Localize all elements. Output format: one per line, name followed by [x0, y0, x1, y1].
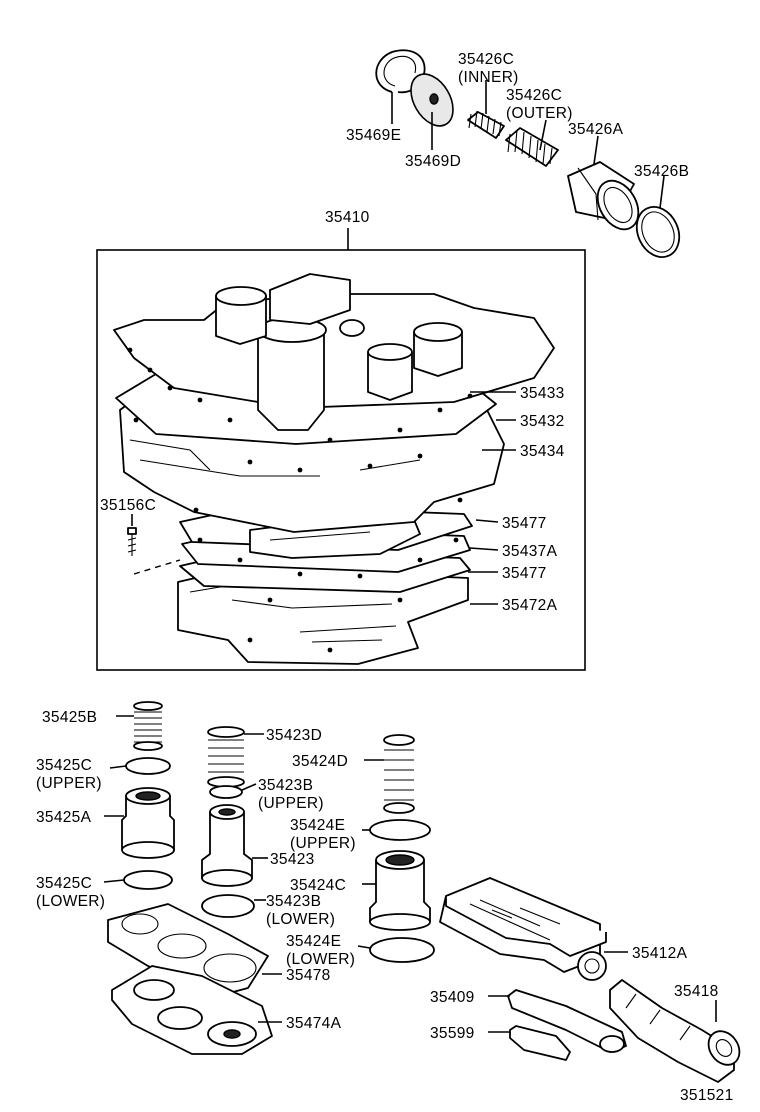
callout-35424E-lower: 35424E	[286, 933, 341, 950]
valve-body-35412A	[439, 877, 607, 981]
callout-35599: 35599	[430, 1025, 475, 1042]
plate-35599	[509, 1025, 571, 1061]
callout-35424C: 35424C	[290, 877, 346, 894]
callout-35423: 35423	[270, 851, 315, 868]
spring-35424D	[383, 734, 415, 814]
sleeve-35426A	[567, 161, 640, 231]
ring-35423B-lower	[201, 894, 255, 918]
callout-35424D: 35424D	[292, 753, 348, 770]
ring-35424E-upper	[369, 819, 431, 841]
callout-35477-a: 35477	[502, 515, 547, 532]
callout-35424E-lower-note: (LOWER)	[286, 951, 355, 968]
callout-35426C-outer: 35426C	[506, 87, 562, 104]
ring-35423B-upper	[209, 785, 243, 799]
figure-number: 351521	[680, 1087, 734, 1104]
callout-35426A: 35426A	[568, 121, 624, 138]
callout-35425C-upper: 35425C	[36, 757, 92, 774]
callout-35472A: 35472A	[502, 597, 558, 614]
callout-35418: 35418	[674, 983, 719, 1000]
callout-35425A: 35425A	[36, 809, 92, 826]
callout-35425C-upper-note: (UPPER)	[36, 775, 102, 792]
callout-35437A: 35437A	[502, 543, 558, 560]
callout-35424E-upper-note: (UPPER)	[290, 835, 356, 852]
callout-35425C-lower: 35425C	[36, 875, 92, 892]
callout-35426C-inner: 35426C	[458, 51, 514, 68]
valve-body-assembly-frame	[96, 249, 586, 671]
callout-35474A: 35474A	[286, 1015, 342, 1032]
callout-35469D: 35469D	[405, 153, 461, 170]
spring-inner-35426C	[467, 110, 505, 139]
callout-35424E-upper: 35424E	[290, 817, 345, 834]
plate-35469D	[410, 73, 454, 127]
callout-35425B: 35425B	[42, 709, 97, 726]
ring-35425C-upper	[125, 757, 171, 775]
callout-35423B-lower: 35423B	[266, 893, 321, 910]
callout-35432: 35432	[520, 413, 565, 430]
gasket-35478	[107, 903, 269, 997]
ring-35424E-lower	[369, 937, 435, 963]
o-ring-35426B	[635, 206, 681, 258]
piston-35424C	[369, 850, 431, 931]
callout-35412A: 35412A	[632, 945, 688, 962]
callout-35423D: 35423D	[266, 727, 322, 744]
callout-35410: 35410	[325, 209, 370, 226]
cover-35474A	[111, 965, 273, 1055]
callout-35426C-inner-note: (INNER)	[458, 69, 519, 86]
piston-35425A	[121, 787, 175, 859]
callout-35425C-lower-note: (LOWER)	[36, 893, 105, 910]
plate-35409	[507, 989, 627, 1053]
callout-35426C-outer-note: (OUTER)	[506, 105, 573, 122]
spring-outer-35426C	[505, 127, 559, 167]
valve-35418	[609, 979, 741, 1083]
callout-35409: 35409	[430, 989, 475, 1006]
piston-35423	[201, 804, 253, 887]
callout-35469E: 35469E	[346, 127, 401, 144]
bolt-35156C	[127, 514, 181, 575]
callout-35434: 35434	[520, 443, 565, 460]
ring-35425C-lower	[123, 870, 173, 890]
spring-35425B	[133, 701, 163, 751]
callout-35478: 35478	[286, 967, 331, 984]
valve-body-assembly	[113, 273, 555, 665]
callout-35477-b: 35477	[502, 565, 547, 582]
spring-35423D	[207, 726, 245, 788]
callout-35423B-upper-note: (UPPER)	[258, 795, 324, 812]
callout-35426B: 35426B	[634, 163, 689, 180]
callout-35423B-lower-note: (LOWER)	[266, 911, 335, 928]
bolt-holes	[127, 347, 473, 653]
callout-35433: 35433	[520, 385, 565, 402]
callout-35423B-upper: 35423B	[258, 777, 313, 794]
callout-35156C: 35156C	[100, 497, 156, 514]
